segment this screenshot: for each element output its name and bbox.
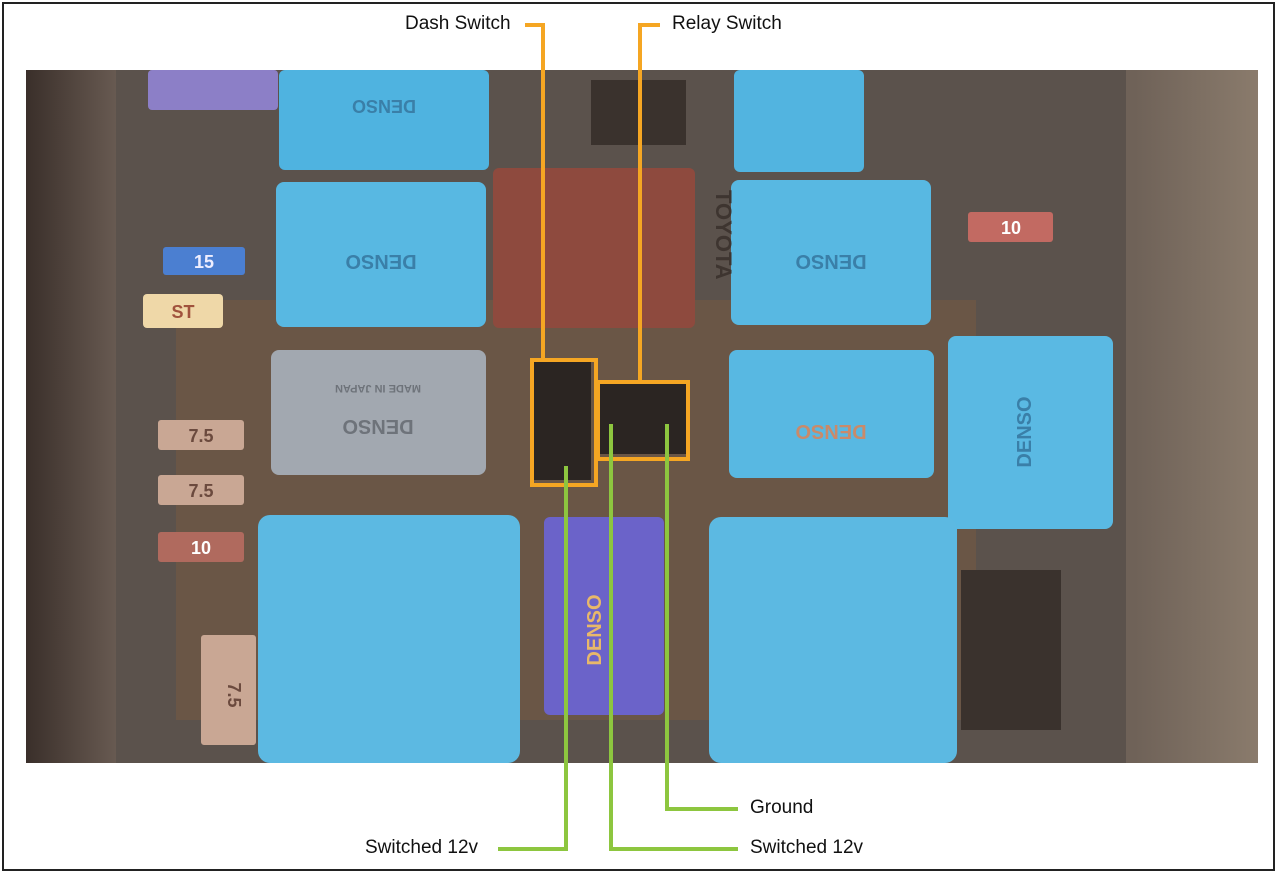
relay-blue-right: DENSO [731,180,931,325]
relay-text: DENSO [795,250,866,272]
relay-grey: DENSO MADE IN JAPAN [271,350,486,475]
fuse-15: 15 [163,247,245,275]
fuse-label: 7.5 [188,481,213,501]
connector-right [961,570,1061,730]
relay-blue-top-right [734,70,864,172]
fuse-10-right: 10 [968,212,1053,242]
purple-fuse-top [148,70,278,110]
switched-12v-right-leader [609,424,738,851]
relay-text: DENSO [795,420,866,442]
fuse-label: 15 [194,252,214,272]
ground-leader [665,424,738,811]
relay-text: DENSO [342,415,413,437]
relay-purple: DENSO [544,517,664,715]
relay-blue-mid-right: DENSO [729,350,934,478]
ground-label: Ground [750,797,814,818]
fuse-label: ST [171,302,194,322]
relay-blue-top-left: DENSO [279,70,489,170]
relay-switch-label: Relay Switch [672,13,782,34]
fuse-7-5-c: 7.5 [201,635,256,745]
relay-text: DENSO [1014,396,1036,467]
fuse-label: 7.5 [224,682,244,707]
made-in-text: MADE IN JAPAN [335,382,421,394]
fuse-label: 10 [191,538,211,558]
relay-switch-highlight [596,380,690,461]
relay-blue-bottom-right [709,517,957,763]
dash-switch-label: Dash Switch [405,13,511,34]
switched-12v-left-leader [498,466,568,851]
fuse-label: 7.5 [188,426,213,446]
relay-text: DENSO [584,594,606,665]
switched-12v-left-label: Switched 12v [365,837,479,858]
fuse-7-5-b: 7.5 [158,475,244,505]
fuse-st: ST [143,294,223,328]
relay-blue-left: DENSO [276,182,486,327]
fuse-10-left: 10 [158,532,244,562]
switched-12v-right-label: Switched 12v [750,837,864,858]
fuse-label: 10 [1001,218,1021,238]
relay-text: DENSO [345,250,416,272]
relay-blue-far-right: DENSO [948,336,1113,529]
dash-switch-leader [525,23,545,360]
relay-text: DENSO [352,96,416,116]
brand-text: TOYOTA [711,190,736,280]
relay-blue-bottom-left [258,515,520,763]
fuse-box-photo: DENSO DENSO DENSO DENSO DENSO DENSO MADE… [26,70,1258,763]
relay-switch-leader [638,23,660,382]
dash-switch-socket [533,360,591,480]
fuse-7-5-a: 7.5 [158,420,244,450]
